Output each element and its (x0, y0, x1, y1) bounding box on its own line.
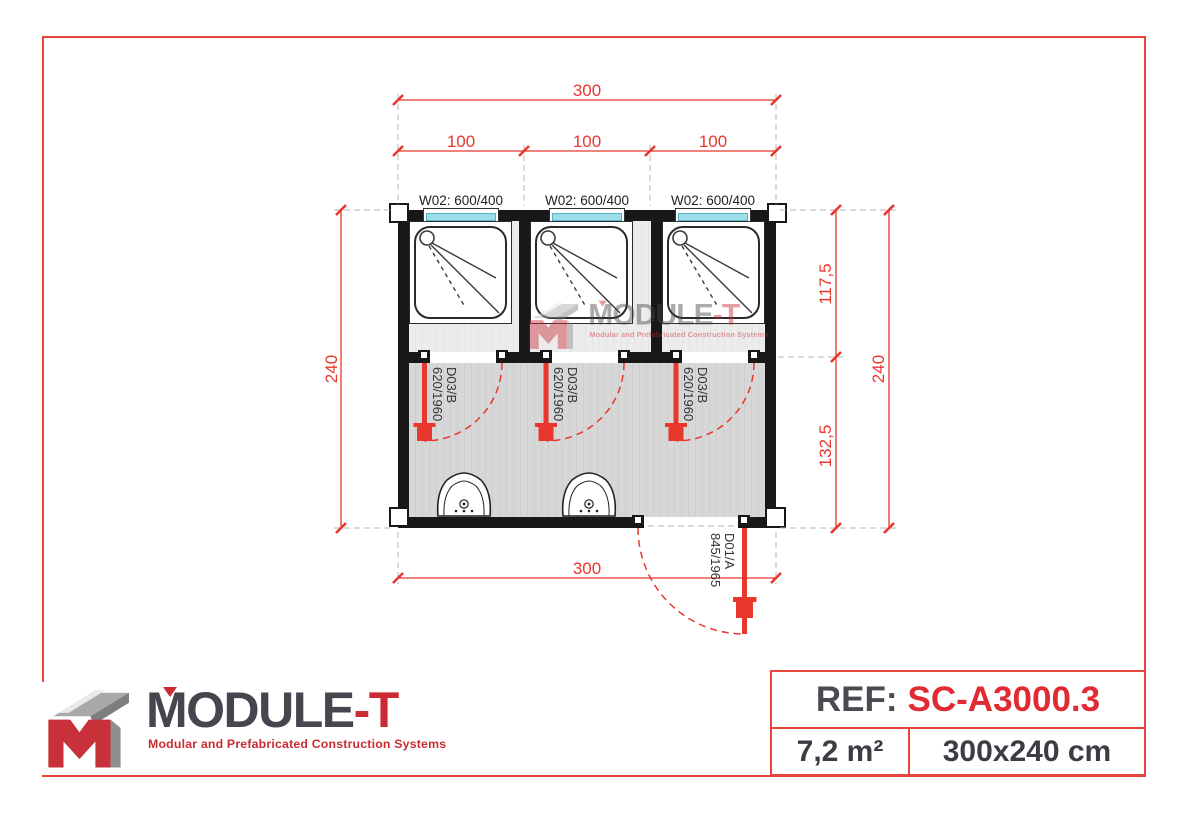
ref-label: REF: (815, 679, 898, 719)
frame-border-bottom (42, 775, 1146, 777)
window-3-label: W02: 600/400 (670, 193, 756, 208)
logo-wordmark: MODULE-T (146, 685, 446, 735)
wordmark-main: MODULE (588, 297, 713, 332)
watermark-tagline: Modular and Prefabricated Construction S… (589, 330, 769, 339)
entrance-door-size: 845/1965 (708, 533, 724, 588)
wordmark-accent: -T (712, 297, 740, 332)
watermark-wordmark: MODULE-T (588, 297, 768, 332)
entrance-door-label: D01/A 845/1965 (708, 533, 738, 588)
partition-wall-1 (519, 221, 530, 352)
corner-post-top-right (767, 203, 787, 223)
partition-wall-2 (651, 221, 662, 352)
dim-bottom-total: 300 (572, 559, 602, 578)
window-1-label: W02: 600/400 (418, 193, 504, 208)
company-logo: MODULE-T Modular and Prefabricated Const… (44, 685, 447, 770)
dim-bay-3: 100 (698, 132, 728, 151)
wordmark-main: MODULE (146, 682, 355, 738)
dim-right-lower: 132,5 (816, 424, 835, 468)
wall-middle-segment-2 (502, 352, 546, 363)
watermark-logo-text: MODULE-T Modular and Prefabricated Const… (588, 297, 769, 339)
wall-right (765, 210, 776, 528)
wall-middle-segment-3 (624, 352, 676, 363)
reference-box: REF: SC-A3000.3 7,2 m² 300x240 cm (770, 670, 1146, 776)
door-1-label: D03/B 620/1960 (430, 367, 460, 422)
window-1-glass (426, 213, 496, 221)
size-value: 300x240 cm (942, 734, 1112, 768)
frame-border-top (42, 36, 1146, 38)
window-3 (675, 208, 751, 222)
watermark: MODULE-T Modular and Prefabricated Const… (527, 297, 947, 390)
spec-row: 7,2 m² 300x240 cm (772, 729, 1144, 774)
entrance-door-code: D01/A (722, 533, 737, 570)
window-2-label: W02: 600/400 (544, 193, 630, 208)
corner-post-bottom-left (389, 507, 409, 527)
wall-left (398, 210, 409, 528)
frame-border-left (42, 36, 44, 682)
dim-right-upper: 117,5 (816, 263, 835, 305)
logo-text: MODULE-T Modular and Prefabricated Const… (146, 685, 447, 751)
window-3-glass (678, 213, 748, 221)
logo-m-accent-icon (163, 687, 177, 697)
frame-border-right (1144, 36, 1146, 672)
door-1-code: D03/B (444, 367, 459, 404)
corner-post-top-left (389, 203, 409, 223)
logo-m-accent-icon (598, 300, 607, 307)
dim-left-total: 240 (322, 354, 341, 384)
shower-tray-1-basin (414, 226, 507, 319)
corner-post-bottom-right (765, 507, 786, 528)
door-1-size: 620/1960 (430, 367, 446, 422)
dim-bay-1: 100 (446, 132, 476, 151)
window-2-glass (552, 213, 622, 221)
window-2 (549, 208, 625, 222)
wall-bottom-left-segment (398, 517, 638, 528)
window-1 (423, 208, 499, 222)
wordmark-accent: -T (353, 682, 400, 738)
reference-row: REF: SC-A3000.3 (772, 672, 1144, 729)
area-value: 7,2 m² (772, 729, 910, 774)
logo-mark-icon (529, 302, 578, 349)
ref-value: SC-A3000.3 (907, 679, 1101, 719)
wall-bottom-right-segment (744, 517, 776, 528)
dim-top-total: 300 (572, 81, 602, 100)
shower-tray-1 (409, 221, 512, 324)
watermark-logo: MODULE-T Modular and Prefabricated Const… (527, 297, 769, 350)
logo-mark-icon (48, 690, 129, 768)
logo-tagline: Modular and Prefabricated Construction S… (148, 737, 447, 751)
dim-bay-2: 100 (572, 132, 602, 151)
wall-middle-segment-1 (409, 352, 424, 363)
